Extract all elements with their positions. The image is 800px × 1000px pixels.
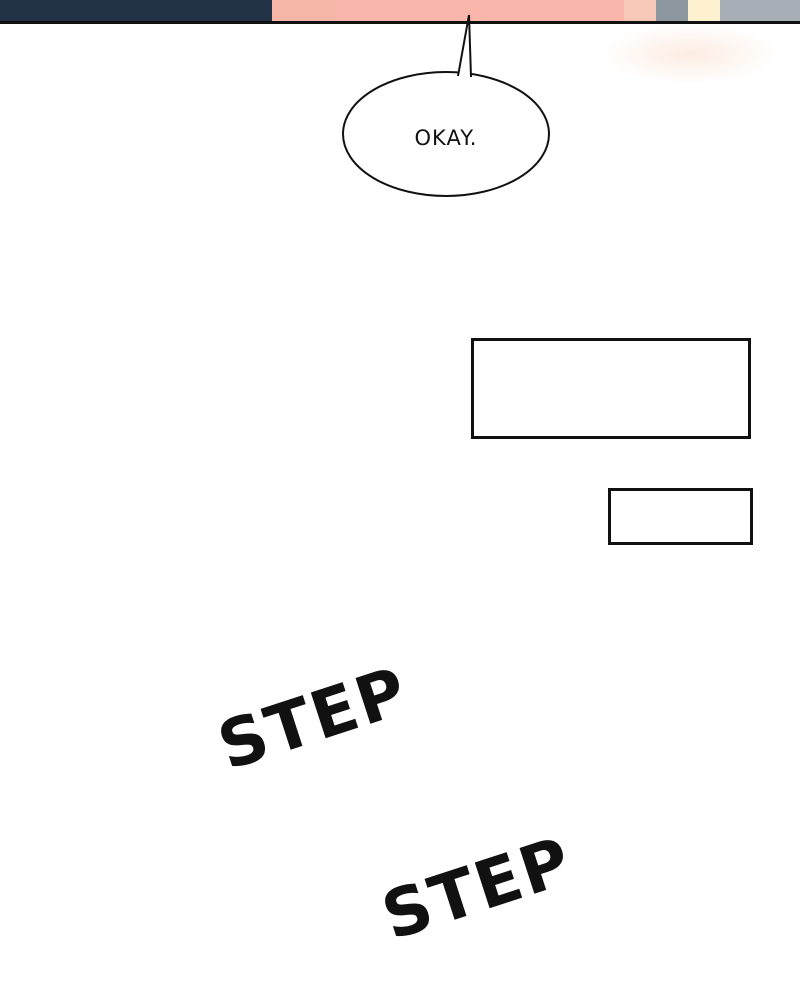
empty-caption-box-small [608, 488, 753, 545]
sound-effect-step-1: STEP [209, 652, 417, 785]
panel-border [0, 21, 800, 24]
background-glow [600, 24, 780, 84]
speech-bubble: OKAY. [342, 14, 550, 197]
sound-effect-step-2: STEP [373, 822, 581, 955]
empty-caption-box-large [471, 338, 751, 439]
comic-panel-top-artwork [0, 0, 800, 22]
speech-bubble-text: OKAY. [415, 126, 478, 150]
